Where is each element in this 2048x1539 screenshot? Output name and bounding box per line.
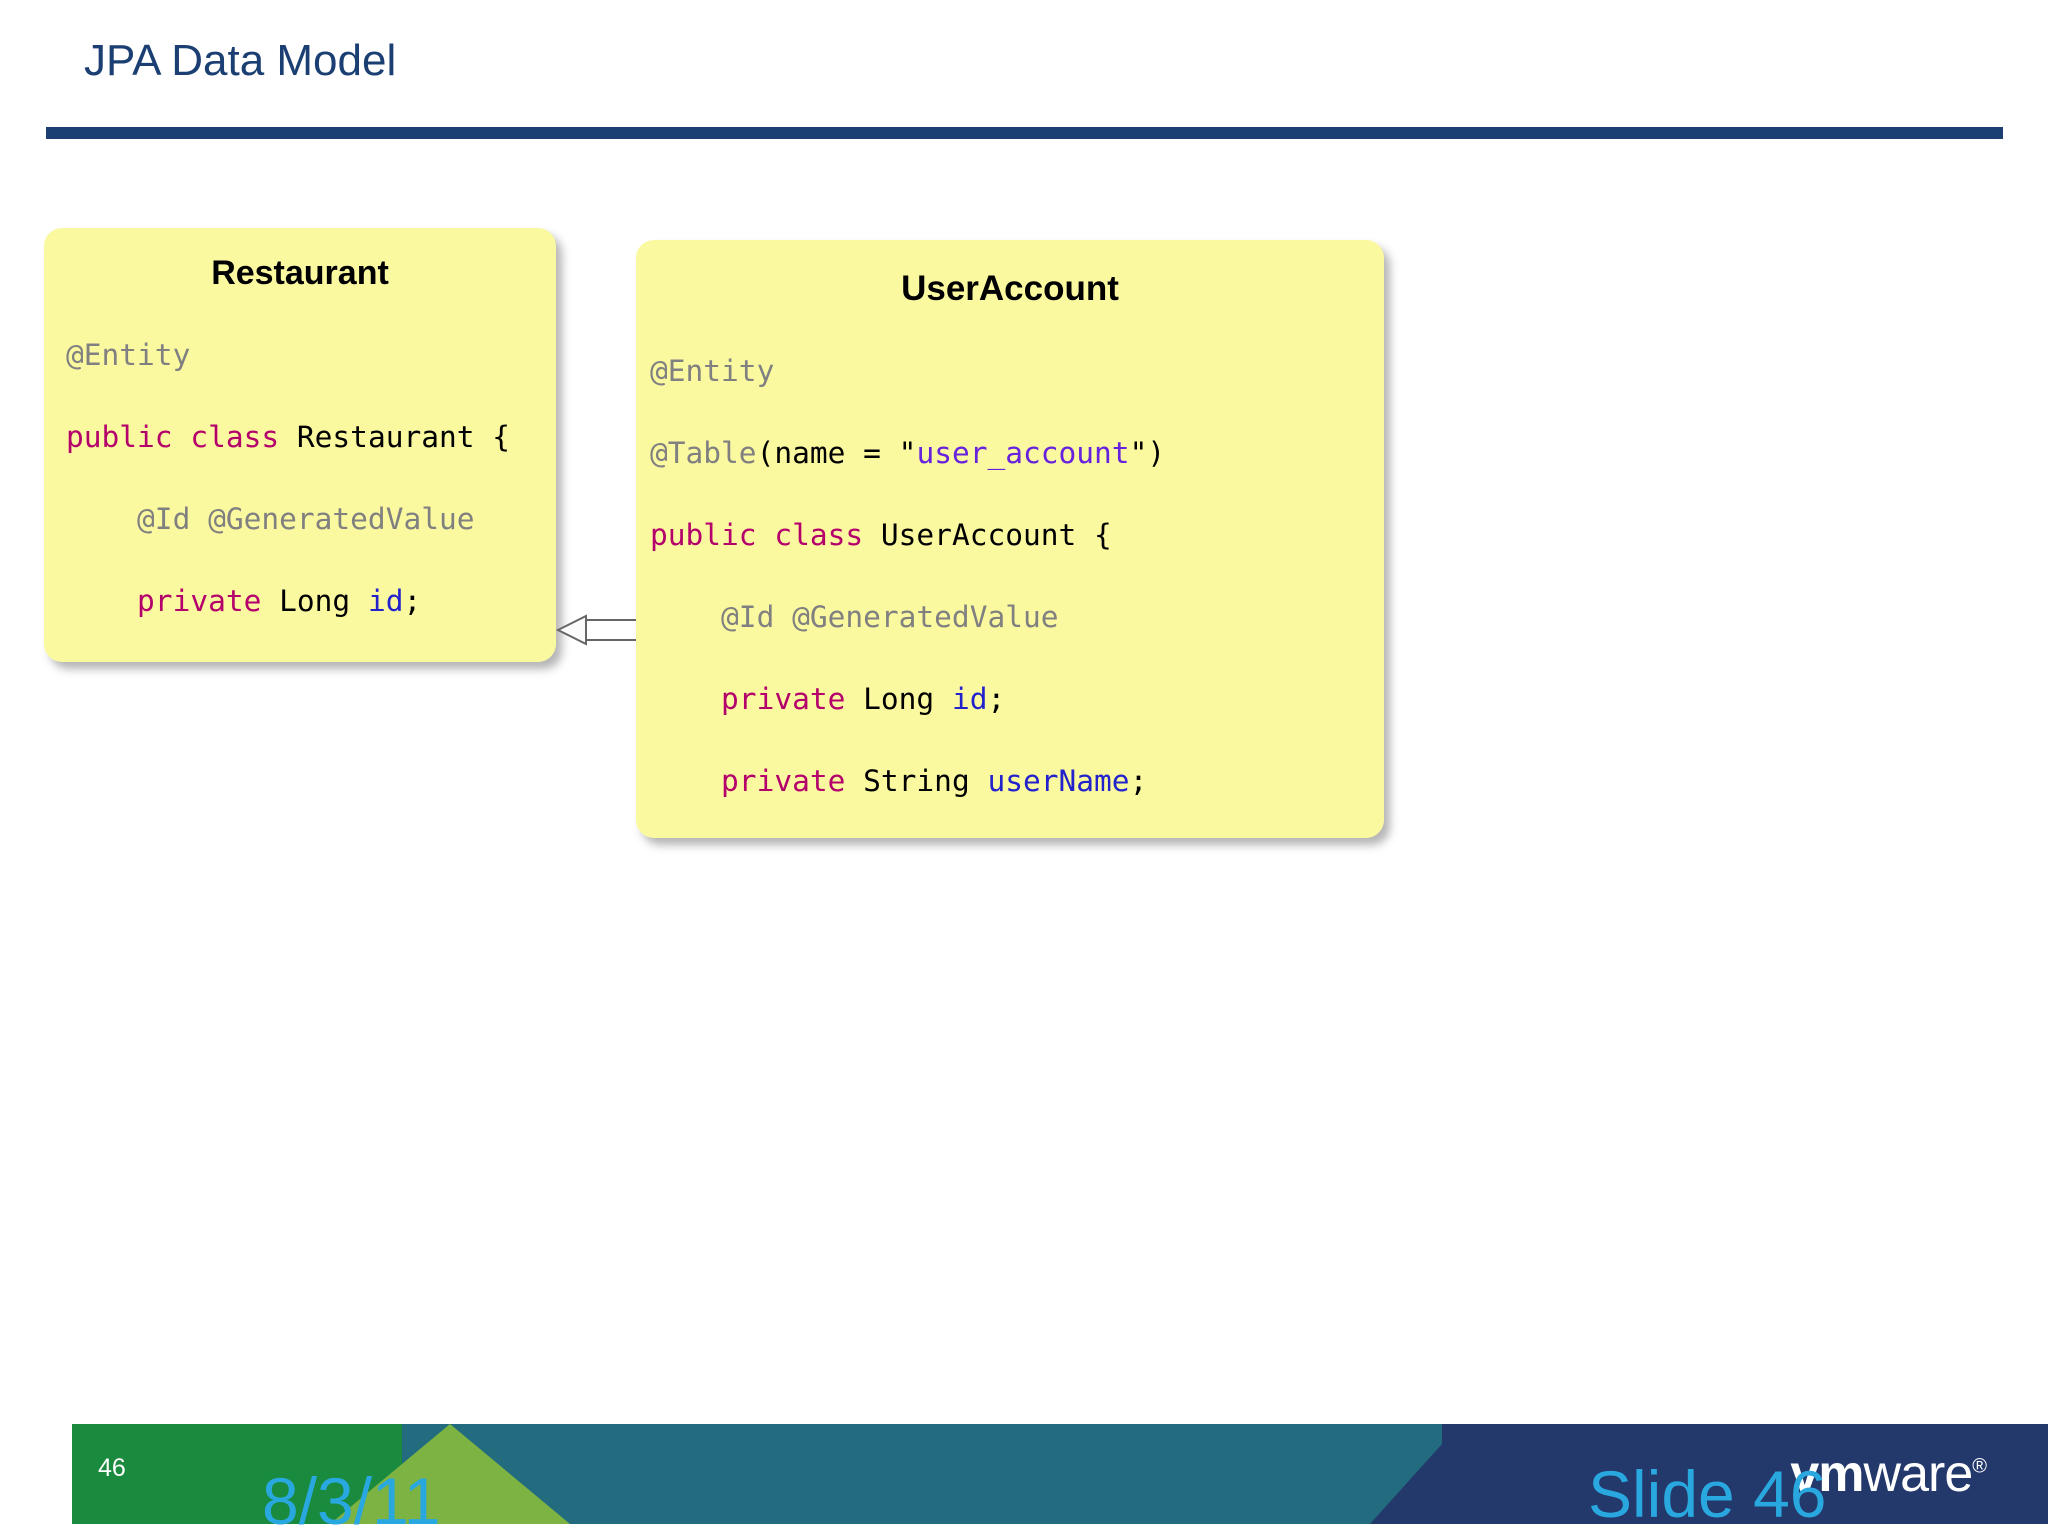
page-number: 46	[98, 1454, 126, 1482]
slide-footer: 46 vmware®	[0, 1424, 2048, 1524]
code-line: public class Restaurant {	[66, 420, 511, 454]
code-line: @Id @GeneratedValue	[66, 502, 475, 536]
vmware-logo-ware: ware	[1863, 1445, 1974, 1503]
code-line: private Long id;	[137, 584, 422, 618]
footer-slide-label: Slide 46	[1588, 1457, 1827, 1531]
footer-light-green-triangle	[330, 1424, 570, 1524]
uml-class-body-useraccount: @Entity @Table(name = "user_account") pu…	[636, 310, 1384, 838]
uml-class-name-restaurant: Restaurant	[211, 254, 389, 292]
footer-navy-block	[1442, 1424, 2048, 1524]
vmware-logo-vm: vm	[1790, 1445, 1864, 1503]
code-line: public class UserAccount {	[650, 518, 1112, 552]
uml-class-body-restaurant: @Entity public class Restaurant { @Id @G…	[44, 294, 556, 662]
title-divider	[46, 127, 2003, 139]
registered-mark-icon: ®	[1972, 1455, 1987, 1478]
code-line: @Id @GeneratedValue	[650, 600, 1059, 634]
footer-date: 8/3/11	[262, 1464, 441, 1538]
annotation-entity: @Entity	[650, 354, 775, 388]
footer-teal-block	[402, 1424, 1512, 1524]
vmware-logo: vmware®	[1790, 1444, 1987, 1504]
uml-class-box-useraccount: UserAccount @Entity @Table(name = "user_…	[636, 240, 1384, 838]
code-line: @Entity	[650, 351, 1384, 392]
page-title: JPA Data Model	[84, 36, 397, 85]
code-line: private Long id;	[721, 682, 1006, 716]
code-line: @Entity	[66, 335, 556, 376]
uml-class-box-restaurant: Restaurant @Entity public class Restaura…	[44, 228, 556, 662]
uml-class-name-useraccount: UserAccount	[901, 269, 1119, 308]
generalization-arrow-icon	[556, 614, 642, 646]
code-line: private String userName;	[721, 764, 1148, 798]
code-line: @Table(name = "user_account")	[650, 436, 1166, 470]
annotation-entity: @Entity	[66, 338, 191, 372]
